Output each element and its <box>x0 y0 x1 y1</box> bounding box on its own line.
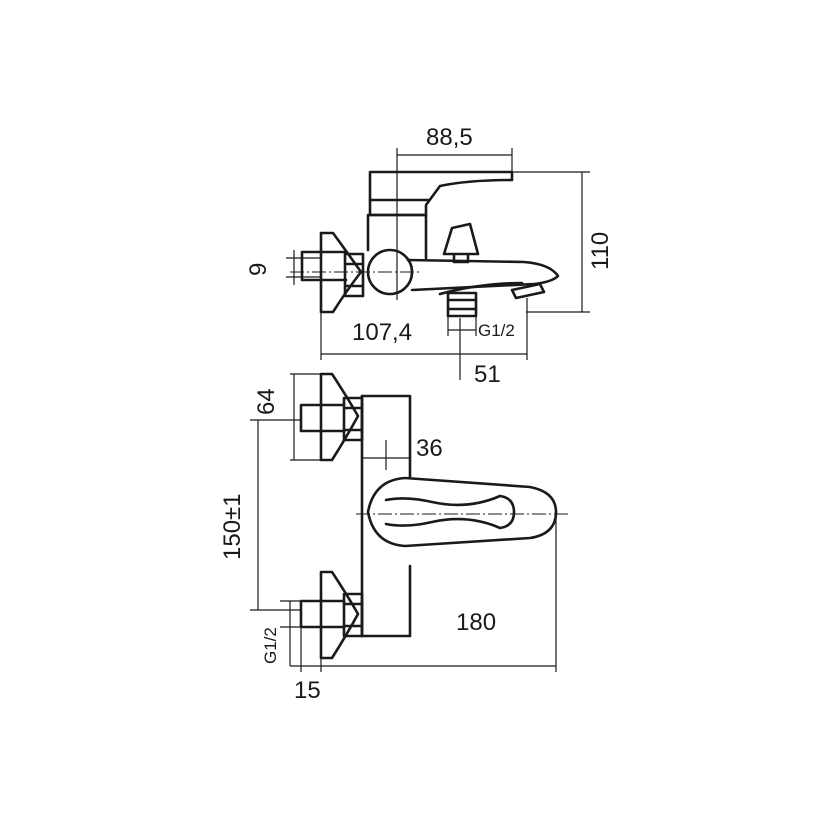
dim-inlet-thread: G1/2 <box>261 627 280 664</box>
dim-inlet-offset: 9 <box>245 263 272 276</box>
top-view <box>299 372 570 660</box>
top-view-dimensions: 64 36 150±1 G1/2 180 15 <box>219 373 557 704</box>
dim-spout-offset: 51 <box>474 361 501 388</box>
dim-body-length: 107,4 <box>352 319 412 346</box>
dim-eccentric-reach: 64 <box>253 388 280 415</box>
dim-spout-thread: G1/2 <box>478 321 515 340</box>
dim-total-height: 110 <box>587 232 614 270</box>
dim-handle-reach: 88,5 <box>426 124 473 151</box>
side-view <box>290 170 560 318</box>
dim-body-width: 36 <box>416 435 443 462</box>
side-view-dimensions: 88,5 110 9 107,4 G1/2 51 <box>245 124 614 388</box>
dim-spout-projection: 180 <box>456 609 496 636</box>
dim-eccentric-length: 15 <box>294 677 321 704</box>
dim-center-distance: 150±1 <box>219 493 246 560</box>
